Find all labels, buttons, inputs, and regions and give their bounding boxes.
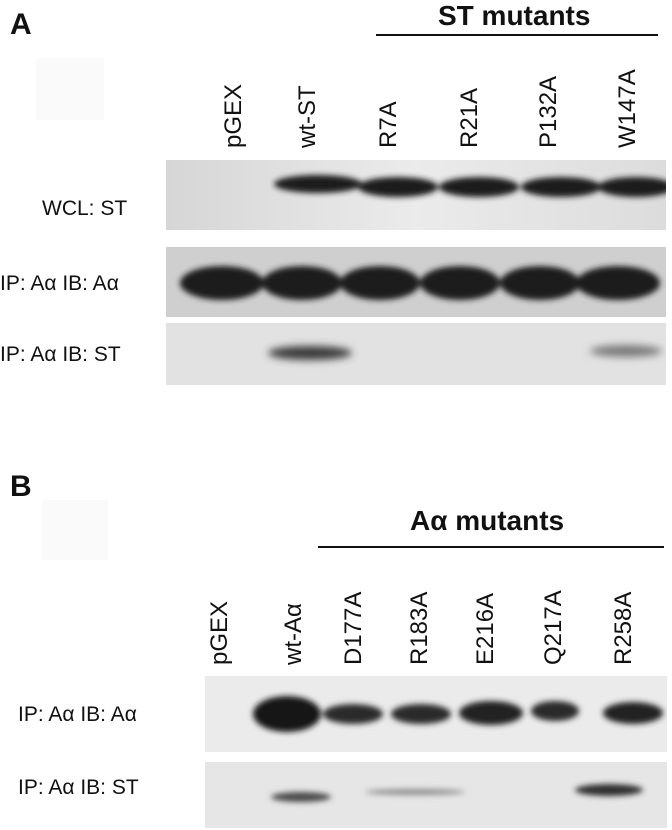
band	[603, 702, 663, 724]
band	[274, 175, 362, 193]
panel-a-lane-label: wt-ST	[294, 85, 321, 148]
panel-a-letter: A	[10, 8, 32, 41]
panel-b-lane-label: pGEX	[206, 600, 233, 665]
panel-a-blot-wcl-st	[166, 160, 666, 230]
panel-a-lane-label: R7A	[375, 101, 402, 148]
band	[180, 266, 264, 300]
band	[262, 266, 342, 300]
blot-background	[166, 323, 666, 385]
panel-a-blot-ip-aa-ib-st	[166, 323, 666, 385]
band	[521, 177, 601, 197]
panel-b-lane-label: E216A	[472, 592, 499, 665]
panel-a-group-title: ST mutants	[438, 0, 591, 31]
band	[590, 345, 662, 357]
panel-b-blot-ip-aa-ib-aa	[205, 676, 667, 752]
panel-b-lane-label: R258A	[610, 591, 637, 665]
panel-a-blot-ip-aa-ib-aa	[166, 247, 666, 317]
panel-a-row-label: WCL: ST	[42, 197, 128, 220]
panel-b-lane-label: D177A	[340, 591, 367, 665]
band	[575, 784, 643, 796]
panel-a-lane-label: R21A	[456, 87, 483, 148]
panel-a-group-line	[376, 34, 658, 36]
band	[391, 704, 451, 724]
panel-b-row-label: IP: Aα IB: Aα	[18, 703, 137, 726]
panel-b-lane-label: wt-Aα	[280, 603, 307, 665]
band	[459, 701, 523, 725]
band	[268, 346, 352, 360]
panel-b-letter: B	[10, 470, 32, 503]
band	[598, 177, 666, 197]
band	[271, 792, 331, 802]
panel-b-row-label: IP: Aα IB: ST	[18, 776, 139, 799]
band	[420, 266, 500, 300]
panel-a-row-label: IP: Aα IB: ST	[0, 343, 121, 366]
band	[439, 177, 519, 197]
panel-b-blank-box	[42, 500, 108, 560]
panel-b-lane-label: Q217A	[540, 590, 567, 665]
panel-b-group-line	[318, 546, 664, 548]
band	[500, 266, 580, 300]
panel-b-group-title: Aα mutants	[410, 505, 565, 536]
panel-a-row-label: IP: Aα IB: Aα	[0, 272, 119, 295]
band	[365, 789, 465, 795]
panel-a-lane-label: P132A	[535, 75, 562, 148]
band	[358, 177, 438, 197]
panel-b-blot-ip-aa-ib-st	[205, 762, 667, 828]
panel-b-lane-label: R183A	[406, 591, 433, 665]
band	[340, 266, 420, 300]
band	[531, 701, 579, 721]
band	[253, 696, 321, 732]
panel-a-lane-label: W147A	[614, 69, 641, 148]
band	[323, 704, 383, 724]
band	[576, 266, 660, 300]
panel-a-blank-box	[36, 58, 104, 120]
panel-a-lane-label: pGEX	[220, 83, 247, 148]
